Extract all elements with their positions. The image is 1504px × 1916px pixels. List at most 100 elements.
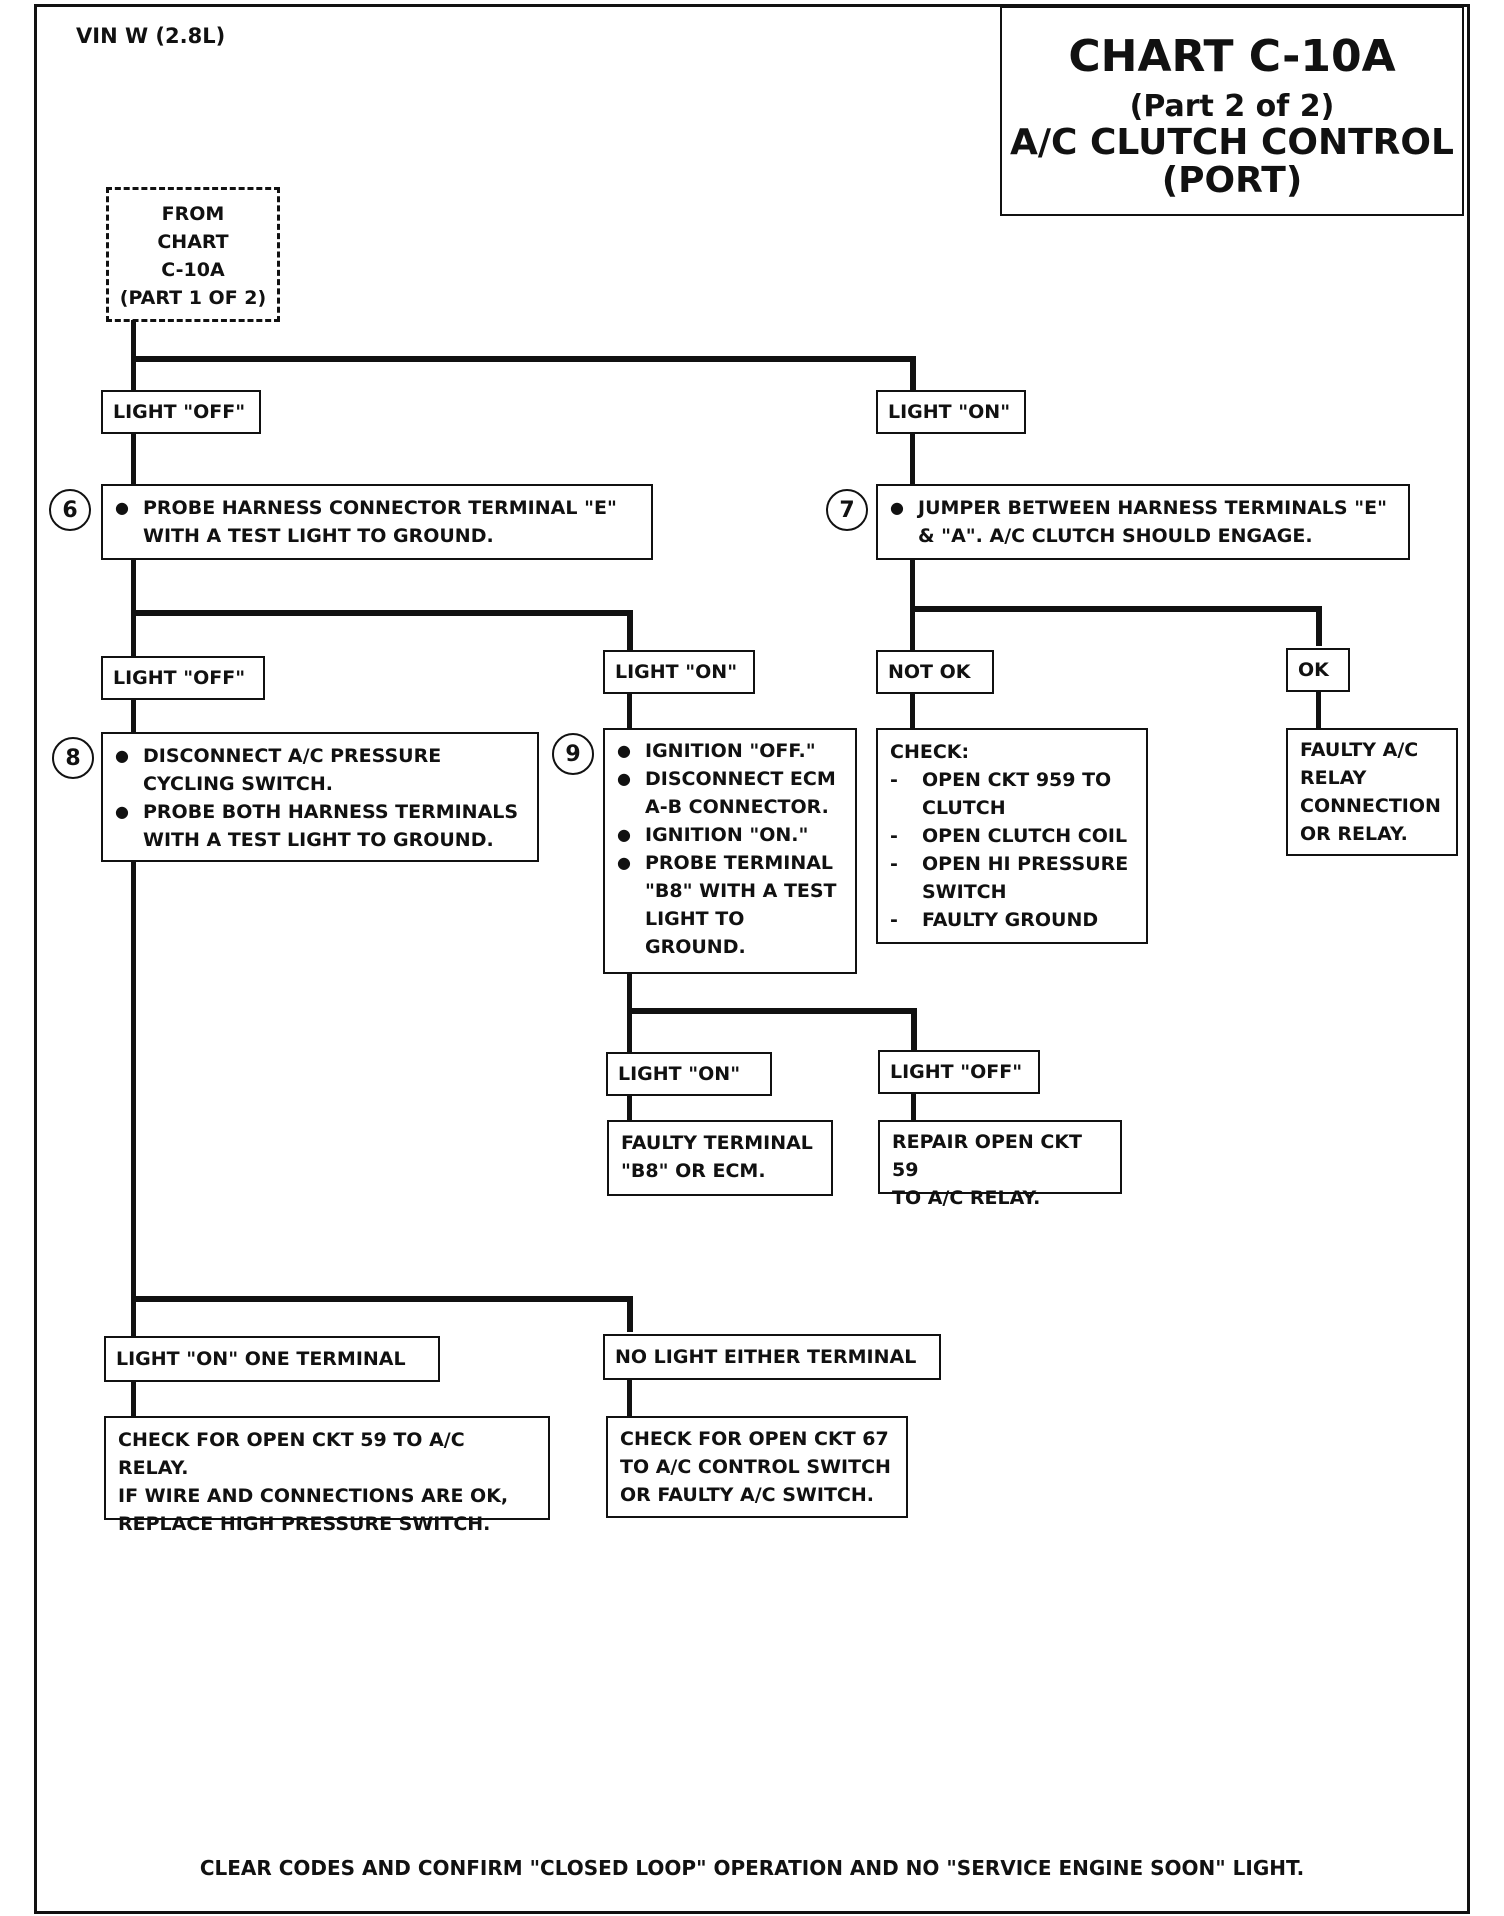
bullet-line: ● JUMPER BETWEEN HARNESS TERMINALS "E" (890, 494, 1396, 522)
bullet-line: WITH A TEST LIGHT TO GROUND. (115, 522, 639, 550)
result-text: CHECK FOR OPEN CKT 67 (620, 1428, 889, 1450)
step-number-8: 8 (52, 737, 94, 779)
label-s8-light-on-one: LIGHT "ON" ONE TERMINAL (104, 1336, 440, 1382)
from-line: CHART (157, 231, 229, 253)
step-9-text: A-B CONNECTOR. (645, 796, 829, 818)
bullet-line: WITH A TEST LIGHT TO GROUND. (115, 826, 525, 854)
check-text: OPEN CLUTCH COIL (922, 825, 1128, 847)
step-number-9: 9 (552, 733, 594, 775)
bullet-line: ● DISCONNECT A/C PRESSURE (115, 742, 525, 770)
connector (131, 860, 136, 1338)
result-text: RELAY (1300, 767, 1367, 789)
check-item: SWITCH (890, 878, 1134, 906)
check-text: OPEN CKT 959 TO (922, 769, 1112, 791)
label-s7-ok: OK (1286, 648, 1350, 692)
result-text: TO A/C RELAY. (892, 1187, 1041, 1209)
step-9-text: IGNITION "OFF." (645, 740, 816, 762)
label-s8-no-light: NO LIGHT EITHER TERMINAL (603, 1334, 941, 1380)
bullet-icon: ● (617, 769, 631, 788)
step-8-text: DISCONNECT A/C PRESSURE (143, 745, 442, 767)
connector (627, 972, 632, 1058)
chart-title-box: CHART C-10A (Part 2 of 2) A/C CLUTCH CON… (1000, 6, 1464, 216)
connector (910, 694, 915, 732)
step-8-text: WITH A TEST LIGHT TO GROUND. (143, 829, 494, 851)
faulty-relay-box: FAULTY A/C RELAY CONNECTION OR RELAY. (1286, 728, 1458, 856)
vin-label: VIN W (2.8L) (76, 24, 226, 48)
from-chart-box: FROM CHART C-10A (PART 1 OF 2) (106, 187, 280, 322)
connector (627, 1008, 917, 1014)
connector (627, 1094, 632, 1120)
connector (910, 432, 915, 486)
connector (131, 1296, 633, 1302)
repair-59-box: REPAIR OPEN CKT 59 TO A/C RELAY. (878, 1120, 1122, 1209)
connector (910, 606, 1322, 612)
connector (627, 1380, 632, 1416)
connector (911, 1094, 916, 1120)
step-9-text: "B8" WITH A TEST (645, 880, 837, 902)
step-6-box: ● PROBE HARNESS CONNECTOR TERMINAL "E" W… (101, 484, 653, 560)
connector (131, 610, 633, 616)
chart-title: CHART C-10A (1068, 31, 1396, 82)
step-9-text: GROUND. (645, 936, 746, 958)
check-59-box: CHECK FOR OPEN CKT 59 TO A/C RELAY. IF W… (104, 1416, 550, 1535)
connector (131, 698, 136, 734)
dash-mark: - (890, 853, 898, 875)
result-text: TO A/C CONTROL SWITCH (620, 1456, 891, 1478)
bullet-line: A-B CONNECTOR. (617, 793, 843, 821)
check-67-box: CHECK FOR OPEN CKT 67 TO A/C CONTROL SWI… (606, 1416, 908, 1518)
step-6-text: WITH A TEST LIGHT TO GROUND. (143, 525, 494, 547)
result-text: FAULTY A/C (1300, 739, 1419, 761)
check-heading: CHECK: (890, 741, 970, 763)
bullet-icon: ● (115, 802, 129, 821)
label-s9-light-off: LIGHT "OFF" (878, 1050, 1040, 1094)
check-item: CLUTCH (890, 794, 1134, 822)
bullet-icon: ● (115, 746, 129, 765)
result-text: CONNECTION (1300, 795, 1441, 817)
bullet-line: ● IGNITION "OFF." (617, 737, 843, 765)
result-text: "B8" OR ECM. (621, 1160, 766, 1182)
check-text: SWITCH (922, 881, 1007, 903)
connector (910, 558, 915, 650)
check-item: - OPEN CLUTCH COIL (890, 822, 1134, 850)
step-number-7: 7 (826, 489, 868, 531)
check-box: CHECK: - OPEN CKT 959 TO CLUTCH - OPEN C… (876, 728, 1148, 944)
connector (627, 1296, 633, 1332)
dash-mark: - (890, 769, 898, 791)
result-text: OR RELAY. (1300, 823, 1408, 845)
dash-mark: - (890, 909, 898, 931)
connector (911, 1008, 917, 1050)
chart-part: (Part 2 of 2) (1129, 89, 1335, 124)
connector (627, 694, 632, 734)
page-frame (34, 4, 1470, 1914)
step-9-box: ● IGNITION "OFF." ● DISCONNECT ECM A-B C… (603, 728, 857, 974)
bullet-icon: ● (617, 853, 631, 872)
step-8-text: PROBE BOTH HARNESS TERMINALS (143, 801, 519, 823)
bullet-line: ● IGNITION "ON." (617, 821, 843, 849)
bullet-line: ● PROBE BOTH HARNESS TERMINALS (115, 798, 525, 826)
check-text: FAULTY GROUND (922, 909, 1099, 931)
bullet-line: "B8" WITH A TEST (617, 877, 843, 905)
check-item: - OPEN CKT 959 TO (890, 766, 1134, 794)
result-text: REPLACE HIGH PRESSURE SWITCH. (118, 1513, 491, 1535)
bullet-icon: ● (617, 825, 631, 844)
bullet-line: ● PROBE TERMINAL (617, 849, 843, 877)
connector (131, 1382, 136, 1418)
from-line: C-10A (161, 259, 225, 281)
step-9-text: PROBE TERMINAL (645, 852, 834, 874)
step-9-text: DISCONNECT ECM (645, 768, 836, 790)
connector (1316, 692, 1321, 732)
result-text: OR FAULTY A/C SWITCH. (620, 1484, 874, 1506)
bullet-icon: ● (617, 741, 631, 760)
result-text: IF WIRE AND CONNECTIONS ARE OK, (118, 1485, 509, 1507)
check-item: - FAULTY GROUND (890, 906, 1134, 934)
label-top-light-off: LIGHT "OFF" (101, 390, 261, 434)
bullet-line: ● PROBE HARNESS CONNECTOR TERMINAL "E" (115, 494, 639, 522)
footer-note: CLEAR CODES AND CONFIRM "CLOSED LOOP" OP… (199, 1856, 1305, 1880)
bullet-line: LIGHT TO (617, 905, 843, 933)
label-s9-light-on: LIGHT "ON" (606, 1052, 772, 1096)
faulty-b8-box: FAULTY TERMINAL "B8" OR ECM. (607, 1120, 833, 1196)
from-line: (PART 1 OF 2) (119, 287, 267, 309)
check-text: CLUTCH (922, 797, 1006, 819)
label-s6-light-off: LIGHT "OFF" (101, 656, 265, 700)
result-text: REPAIR OPEN CKT 59 (892, 1131, 1083, 1181)
